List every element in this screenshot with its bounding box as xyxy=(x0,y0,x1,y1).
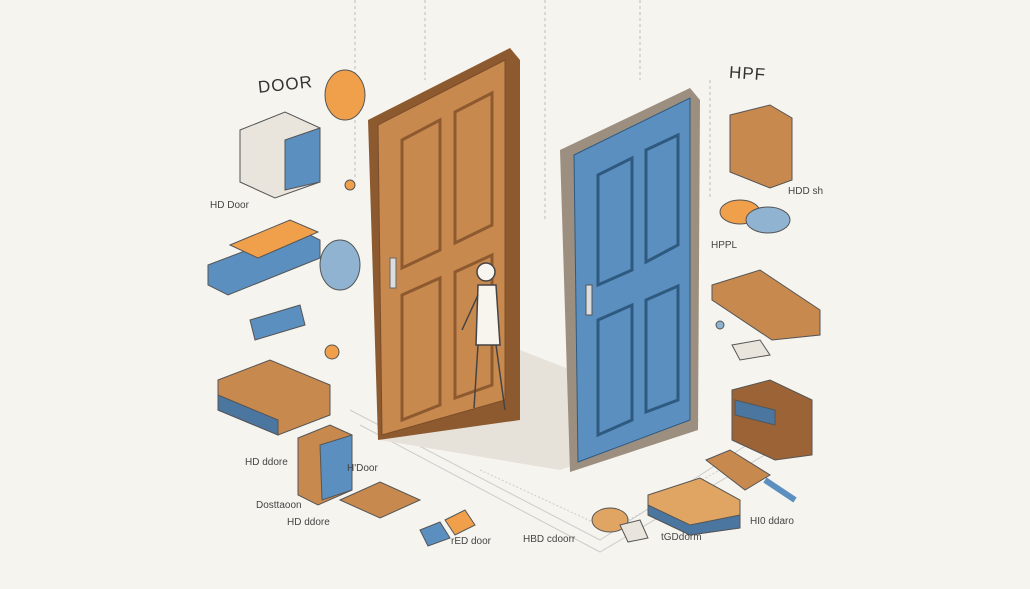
material-samples-right xyxy=(591,104,821,543)
wooden-door[interactable] xyxy=(368,48,520,440)
material-samples-left xyxy=(207,69,476,547)
person-figure xyxy=(461,262,506,411)
label-h-door: H'Door xyxy=(347,463,378,474)
floor-outline xyxy=(349,409,791,553)
label-hppl: HPPL xyxy=(711,240,738,251)
label-hi0-ddaro: HI0 ddaro xyxy=(750,516,794,527)
label-hd-door: HD Door xyxy=(210,200,249,211)
label-red-door: rED door xyxy=(451,536,492,547)
label-hdd-sh: HDD sh xyxy=(788,186,824,197)
label-dosttaoon: Dosttaoon xyxy=(256,500,302,511)
title-hpf: HPF xyxy=(728,62,767,85)
door-handle[interactable] xyxy=(389,257,397,289)
label-hd-ddore-top: HD ddore xyxy=(245,457,288,468)
blue-door[interactable] xyxy=(560,88,700,472)
door-handle[interactable] xyxy=(585,284,593,316)
label-tgd-dorm: tGDdorm xyxy=(661,532,702,543)
label-hd-ddore-bottom: HD ddore xyxy=(287,517,330,528)
label-hbd-cdoorr: HBD cdoorr xyxy=(523,534,576,545)
